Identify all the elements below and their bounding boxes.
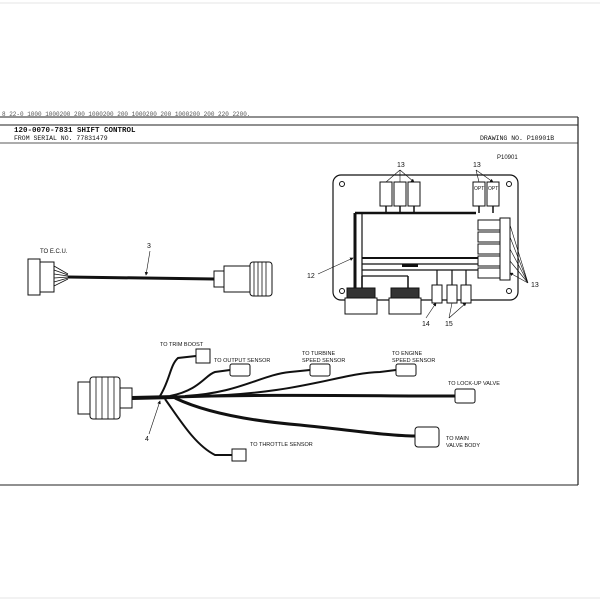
callout-4-leader [148,400,161,435]
ecu-cable-clamp [213,270,225,288]
opt-label: OPT [488,186,498,192]
turbine-sensor-connector [309,363,331,377]
fuse-holders [431,270,472,304]
ecu-cable: TO E.C.U. 3 [27,243,273,297]
label-engine: TO ENGINE [392,351,422,357]
bottom-connector-cap [390,287,420,299]
scanned-header-text: 8 22-0 1000 1000200 200 1000200 200 1000… [2,111,251,118]
main-valve-connector [414,426,440,448]
drawing-number: P10901B [526,135,555,142]
ecu-connector-body [39,261,55,293]
callout-12: 12 [307,273,315,280]
main-harness: TO TRIM BOOST TO OUTPUT SENSOR TO TURBIN… [77,342,500,462]
side-connector [477,243,501,255]
top-connector [379,181,393,207]
side-connector [477,267,501,279]
label-to-ecu: TO E.C.U. [40,249,68,255]
top-connector [407,181,421,207]
mount-hole [506,181,512,187]
serial-row: FROM SERIAL NO. 77831479 [14,135,108,142]
main-harness-trunk [131,395,176,400]
ecu-connector-shell [27,258,41,296]
callout-3: 3 [147,243,151,250]
drawing-label: DRAWING NO. [480,135,523,142]
side-connector [477,219,501,231]
ecu-wire-fanout [53,265,69,287]
drawing-number-row: DRAWING NO. P10901B [480,135,554,142]
main-connector-backshell [119,387,133,409]
opt-label: OPT [474,186,484,192]
callout-14-leader [425,302,437,319]
top-connector [393,181,407,207]
label-main-valve: TO MAIN [446,436,469,442]
main-connector-flange [77,381,91,415]
top-connector-group: OPT OPT [379,181,500,213]
branch-output-sensor [169,369,231,397]
mount-hole [339,181,345,187]
opt-connector-leads [478,206,494,213]
top-connector-leads [385,206,415,213]
branch-main-valve [174,396,416,438]
side-connector-block [499,217,511,281]
callout-13: 13 [473,162,481,169]
branch-throttle [164,398,232,456]
callout-3-leader [144,250,151,276]
label-lockup: TO LOCK-UP VALVE [448,381,500,387]
lockup-valve-connector [454,388,476,404]
side-connector [477,231,501,243]
mount-hole [339,288,345,294]
ecu-remote-connector-nut [249,261,273,297]
label-turbine: TO TURBINE [302,351,335,357]
callout-13-leaders [475,169,493,182]
label-turbine-sub: SPEED SENSOR [302,358,345,364]
label-output-sensor: TO OUTPUT SENSOR [214,358,270,364]
module-panel [332,174,519,301]
figure-id: P10901 [497,155,518,161]
branch-trim-boost [159,355,197,397]
bottom-connector-cap [346,287,376,299]
fuse-holder [431,284,443,304]
callout-15-leaders [448,303,466,319]
branch-engine-sensor [199,369,397,397]
bottom-connectors [344,287,422,315]
fuse-holder [460,284,472,304]
ecu-cable-trunk [67,275,215,281]
callout-13: 13 [397,162,405,169]
engine-sensor-connector [395,363,417,377]
bottom-connector-body [388,297,422,315]
callout-12-leader [317,257,354,275]
main-connector-knurl [95,377,115,419]
serial-label: FROM SERIAL NO. [14,135,73,142]
callout-13-leaders [385,169,414,182]
label-main-valve-sub: VALVE BODY [446,443,480,449]
output-sensor-connector [229,363,251,377]
part-title: 120-0070-7831 SHIFT CONTROL [14,127,136,135]
mount-hole [506,288,512,294]
trim-boost-connector [195,348,211,364]
branch-lockup [174,393,455,399]
label-throttle: TO THROTTLE SENSOR [250,442,313,448]
serial-number: 77831479 [76,135,108,142]
module-relay [402,264,418,267]
fuse-leads [436,270,467,285]
ecu-connector-knurl [253,262,267,296]
callout-13: 13 [531,282,539,289]
callout-15: 15 [445,321,453,328]
callout-13-leaders [510,224,529,284]
side-connector-stack [477,217,511,281]
callout-4: 4 [145,436,149,443]
label-engine-sub: SPEED SENSOR [392,358,435,364]
label-trim-boost: TO TRIM BOOST [160,342,204,348]
callout-14: 14 [422,321,430,328]
fuse-holder [446,284,458,304]
side-connector [477,255,501,267]
bottom-connector-body [344,297,378,315]
throttle-sensor-connector [231,448,247,462]
ecu-remote-connector [223,265,251,293]
shift-control-module: OPT OPT 13 13 1 [307,162,539,328]
main-connector-body [89,376,121,420]
branch-turbine-sensor [184,369,311,397]
